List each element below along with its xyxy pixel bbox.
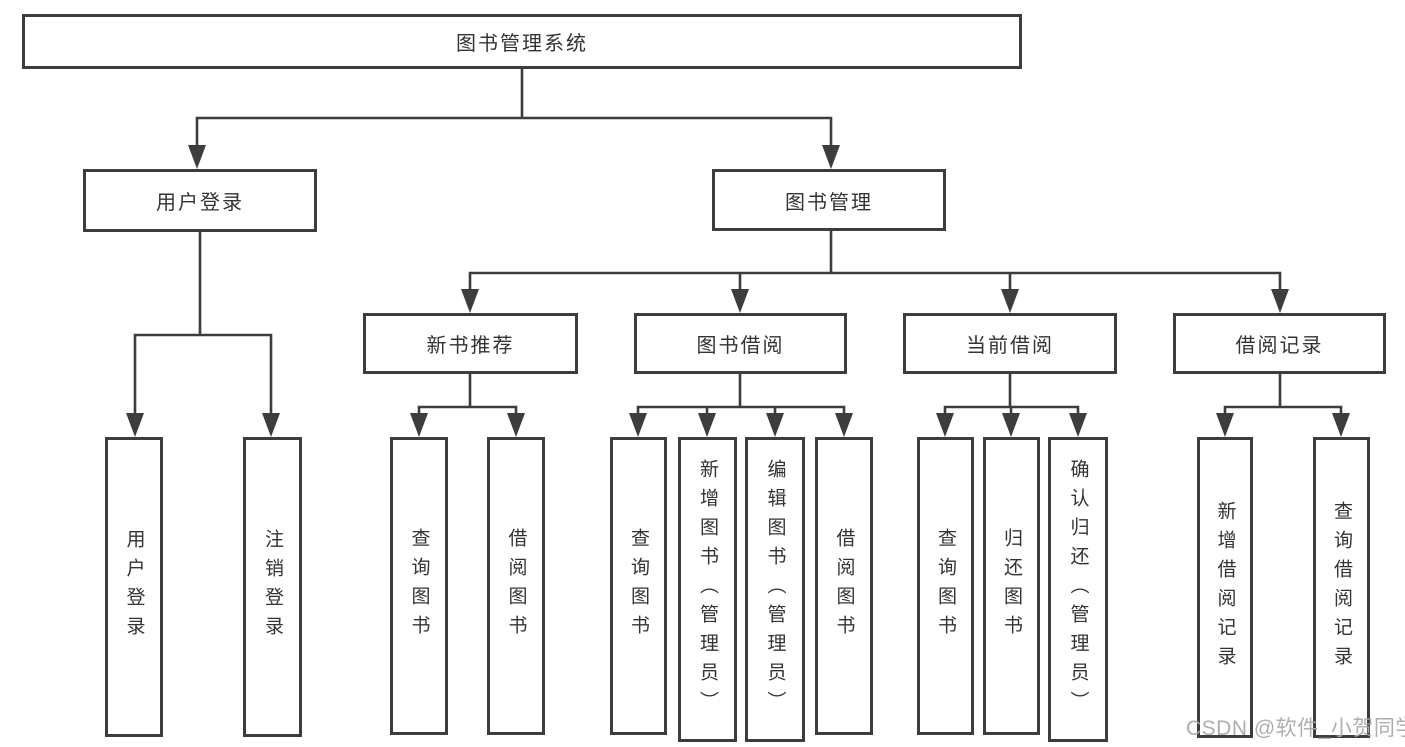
node-label: 确认归还（管理员） <box>1067 459 1089 720</box>
node-user-login-leaf: 用户登录 <box>105 437 163 737</box>
node-query-borrowing-record: 查询借阅记录 <box>1313 437 1370 738</box>
node-label: 查询借阅记录 <box>1331 500 1352 675</box>
node-book-management: 图书管理 <box>712 169 946 231</box>
node-label: 查询图书 <box>935 528 956 644</box>
node-label: 借阅图书 <box>833 528 855 644</box>
node-edit-books-admin: 编辑图书（管理员） <box>745 437 805 742</box>
node-label: 借阅图书 <box>505 528 527 644</box>
node-library-management-system: 图书管理系统 <box>22 14 1022 69</box>
node-return-books: 归还图书 <box>983 437 1040 735</box>
node-label: 编辑图书（管理员） <box>764 459 786 720</box>
node-query-books-1: 查询图书 <box>390 437 448 735</box>
node-label: 新增借阅记录 <box>1214 500 1236 675</box>
node-label: 注销登录 <box>262 529 283 645</box>
node-label: 当前借阅 <box>966 335 1054 357</box>
node-current-borrowing: 当前借阅 <box>903 313 1117 374</box>
node-label: 图书借阅 <box>696 335 785 357</box>
node-label: 新增图书（管理员） <box>697 459 718 720</box>
node-add-borrowing-record: 新增借阅记录 <box>1197 437 1253 738</box>
node-label: 借阅记录 <box>1235 335 1324 357</box>
node-user-login: 用户登录 <box>83 169 317 232</box>
node-label: 查询图书 <box>408 528 430 644</box>
node-label: 图书管理系统 <box>456 33 588 55</box>
arrowhead-icons <box>126 145 1350 437</box>
node-query-books-2: 查询图书 <box>610 437 667 735</box>
node-label: 归还图书 <box>1001 528 1022 644</box>
node-add-books-admin: 新增图书（管理员） <box>678 437 737 742</box>
node-logout: 注销登录 <box>243 437 302 737</box>
node-borrowing-records: 借阅记录 <box>1173 313 1386 374</box>
node-label: 用户登录 <box>123 529 145 645</box>
node-label: 用户登录 <box>156 192 244 214</box>
node-label: 新书推荐 <box>426 335 515 357</box>
watermark: CSDN @软件_小贺同学 <box>1186 717 1405 740</box>
node-book-borrowing: 图书借阅 <box>634 313 847 374</box>
node-label: 图书管理 <box>785 191 873 214</box>
node-confirm-return-admin: 确认归还（管理员） <box>1048 437 1108 742</box>
node-new-book-recommendation: 新书推荐 <box>363 313 578 374</box>
node-borrow-books-1: 借阅图书 <box>487 437 545 735</box>
node-borrow-books-2: 借阅图书 <box>815 437 873 735</box>
node-query-books-3: 查询图书 <box>917 437 974 735</box>
node-label: 查询图书 <box>628 528 649 644</box>
